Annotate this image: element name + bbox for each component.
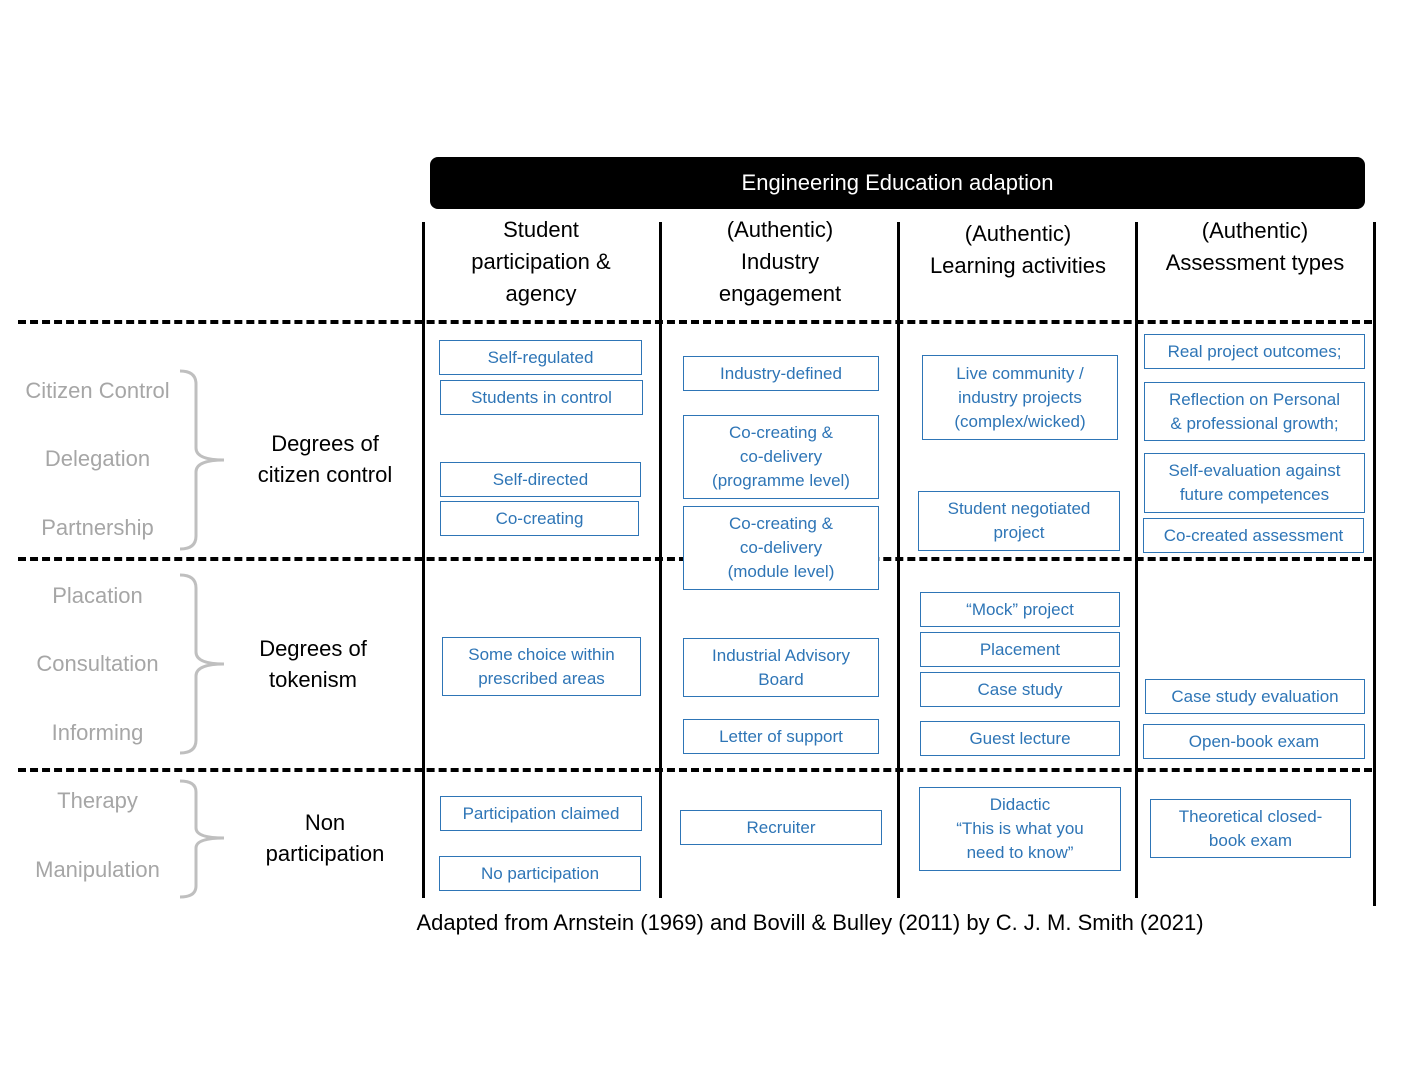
- box-letter-of-support: Letter of support: [683, 719, 879, 754]
- box-case-study: Case study: [920, 672, 1120, 707]
- rung-therapy: Therapy: [57, 788, 138, 813]
- box-live-community: Live community / industry projects (comp…: [922, 355, 1118, 440]
- box-self-directed: Self-directed: [440, 462, 641, 497]
- brace-citizen-control: [179, 369, 225, 551]
- box-participation-claimed: Participation claimed: [440, 796, 642, 831]
- row-separator: [18, 768, 1372, 772]
- box-didactic: Didactic “This is what you need to know”: [919, 787, 1121, 871]
- group-citizen-control: Degrees of citizen control: [257, 431, 393, 487]
- row-separator: [18, 320, 1372, 324]
- rung-informing: Informing: [51, 720, 144, 745]
- column-header-assessment-types: (Authentic) Assessment types: [1165, 218, 1345, 275]
- box-industry-defined: Industry-defined: [683, 356, 879, 391]
- rung-manipulation: Manipulation: [35, 857, 160, 882]
- rung-placation: Placation: [52, 583, 143, 608]
- box-co-creating: Co-creating: [440, 501, 639, 536]
- box-co-creating-module: Co-creating & co-delivery (module level): [683, 506, 879, 590]
- box-co-created-assessment: Co-created assessment: [1143, 518, 1364, 553]
- box-real-project-outcomes: Real project outcomes;: [1144, 334, 1365, 369]
- box-recruiter: Recruiter: [680, 810, 882, 845]
- column-header-learning-activities: (Authentic) Learning activities: [929, 221, 1107, 278]
- box-reflection: Reflection on Personal & professional gr…: [1144, 382, 1365, 441]
- box-guest-lecture: Guest lecture: [920, 721, 1120, 756]
- box-student-negotiated: Student negotiated project: [918, 491, 1120, 551]
- box-some-choice: Some choice within prescribed areas: [442, 637, 641, 696]
- box-self-evaluation: Self-evaluation against future competenc…: [1144, 453, 1365, 513]
- box-theoretical-closed-book: Theoretical closed- book exam: [1150, 799, 1351, 858]
- brace-tokenism: [179, 573, 225, 755]
- rung-consultation: Consultation: [36, 651, 159, 676]
- rung-partnership: Partnership: [41, 515, 154, 540]
- box-no-participation: No participation: [439, 856, 641, 891]
- figure-caption: Adapted from Arnstein (1969) and Bovill …: [416, 910, 1204, 935]
- column-header-student-participation: Student participation & agency: [471, 217, 611, 306]
- column-divider: [1373, 222, 1376, 906]
- rung-delegation: Delegation: [44, 446, 151, 471]
- banner-title: Engineering Education adaption: [430, 157, 1365, 209]
- box-mock-project: “Mock” project: [920, 592, 1120, 627]
- box-students-in-control: Students in control: [440, 380, 643, 415]
- group-tokenism: Degrees of tokenism: [259, 636, 367, 692]
- rung-citizen-control: Citizen Control: [25, 378, 170, 403]
- box-industrial-advisory-board: Industrial Advisory Board: [683, 638, 879, 697]
- box-open-book-exam: Open-book exam: [1143, 724, 1365, 759]
- box-self-regulated: Self-regulated: [439, 340, 642, 375]
- brace-non-participation: [179, 779, 225, 899]
- box-co-creating-programme: Co-creating & co-delivery (programme lev…: [683, 415, 879, 499]
- group-non-participation: Non participation: [265, 810, 385, 866]
- box-case-study-evaluation: Case study evaluation: [1145, 679, 1365, 714]
- box-placement: Placement: [920, 632, 1120, 667]
- column-header-industry-engagement: (Authentic) Industry engagement: [718, 217, 842, 306]
